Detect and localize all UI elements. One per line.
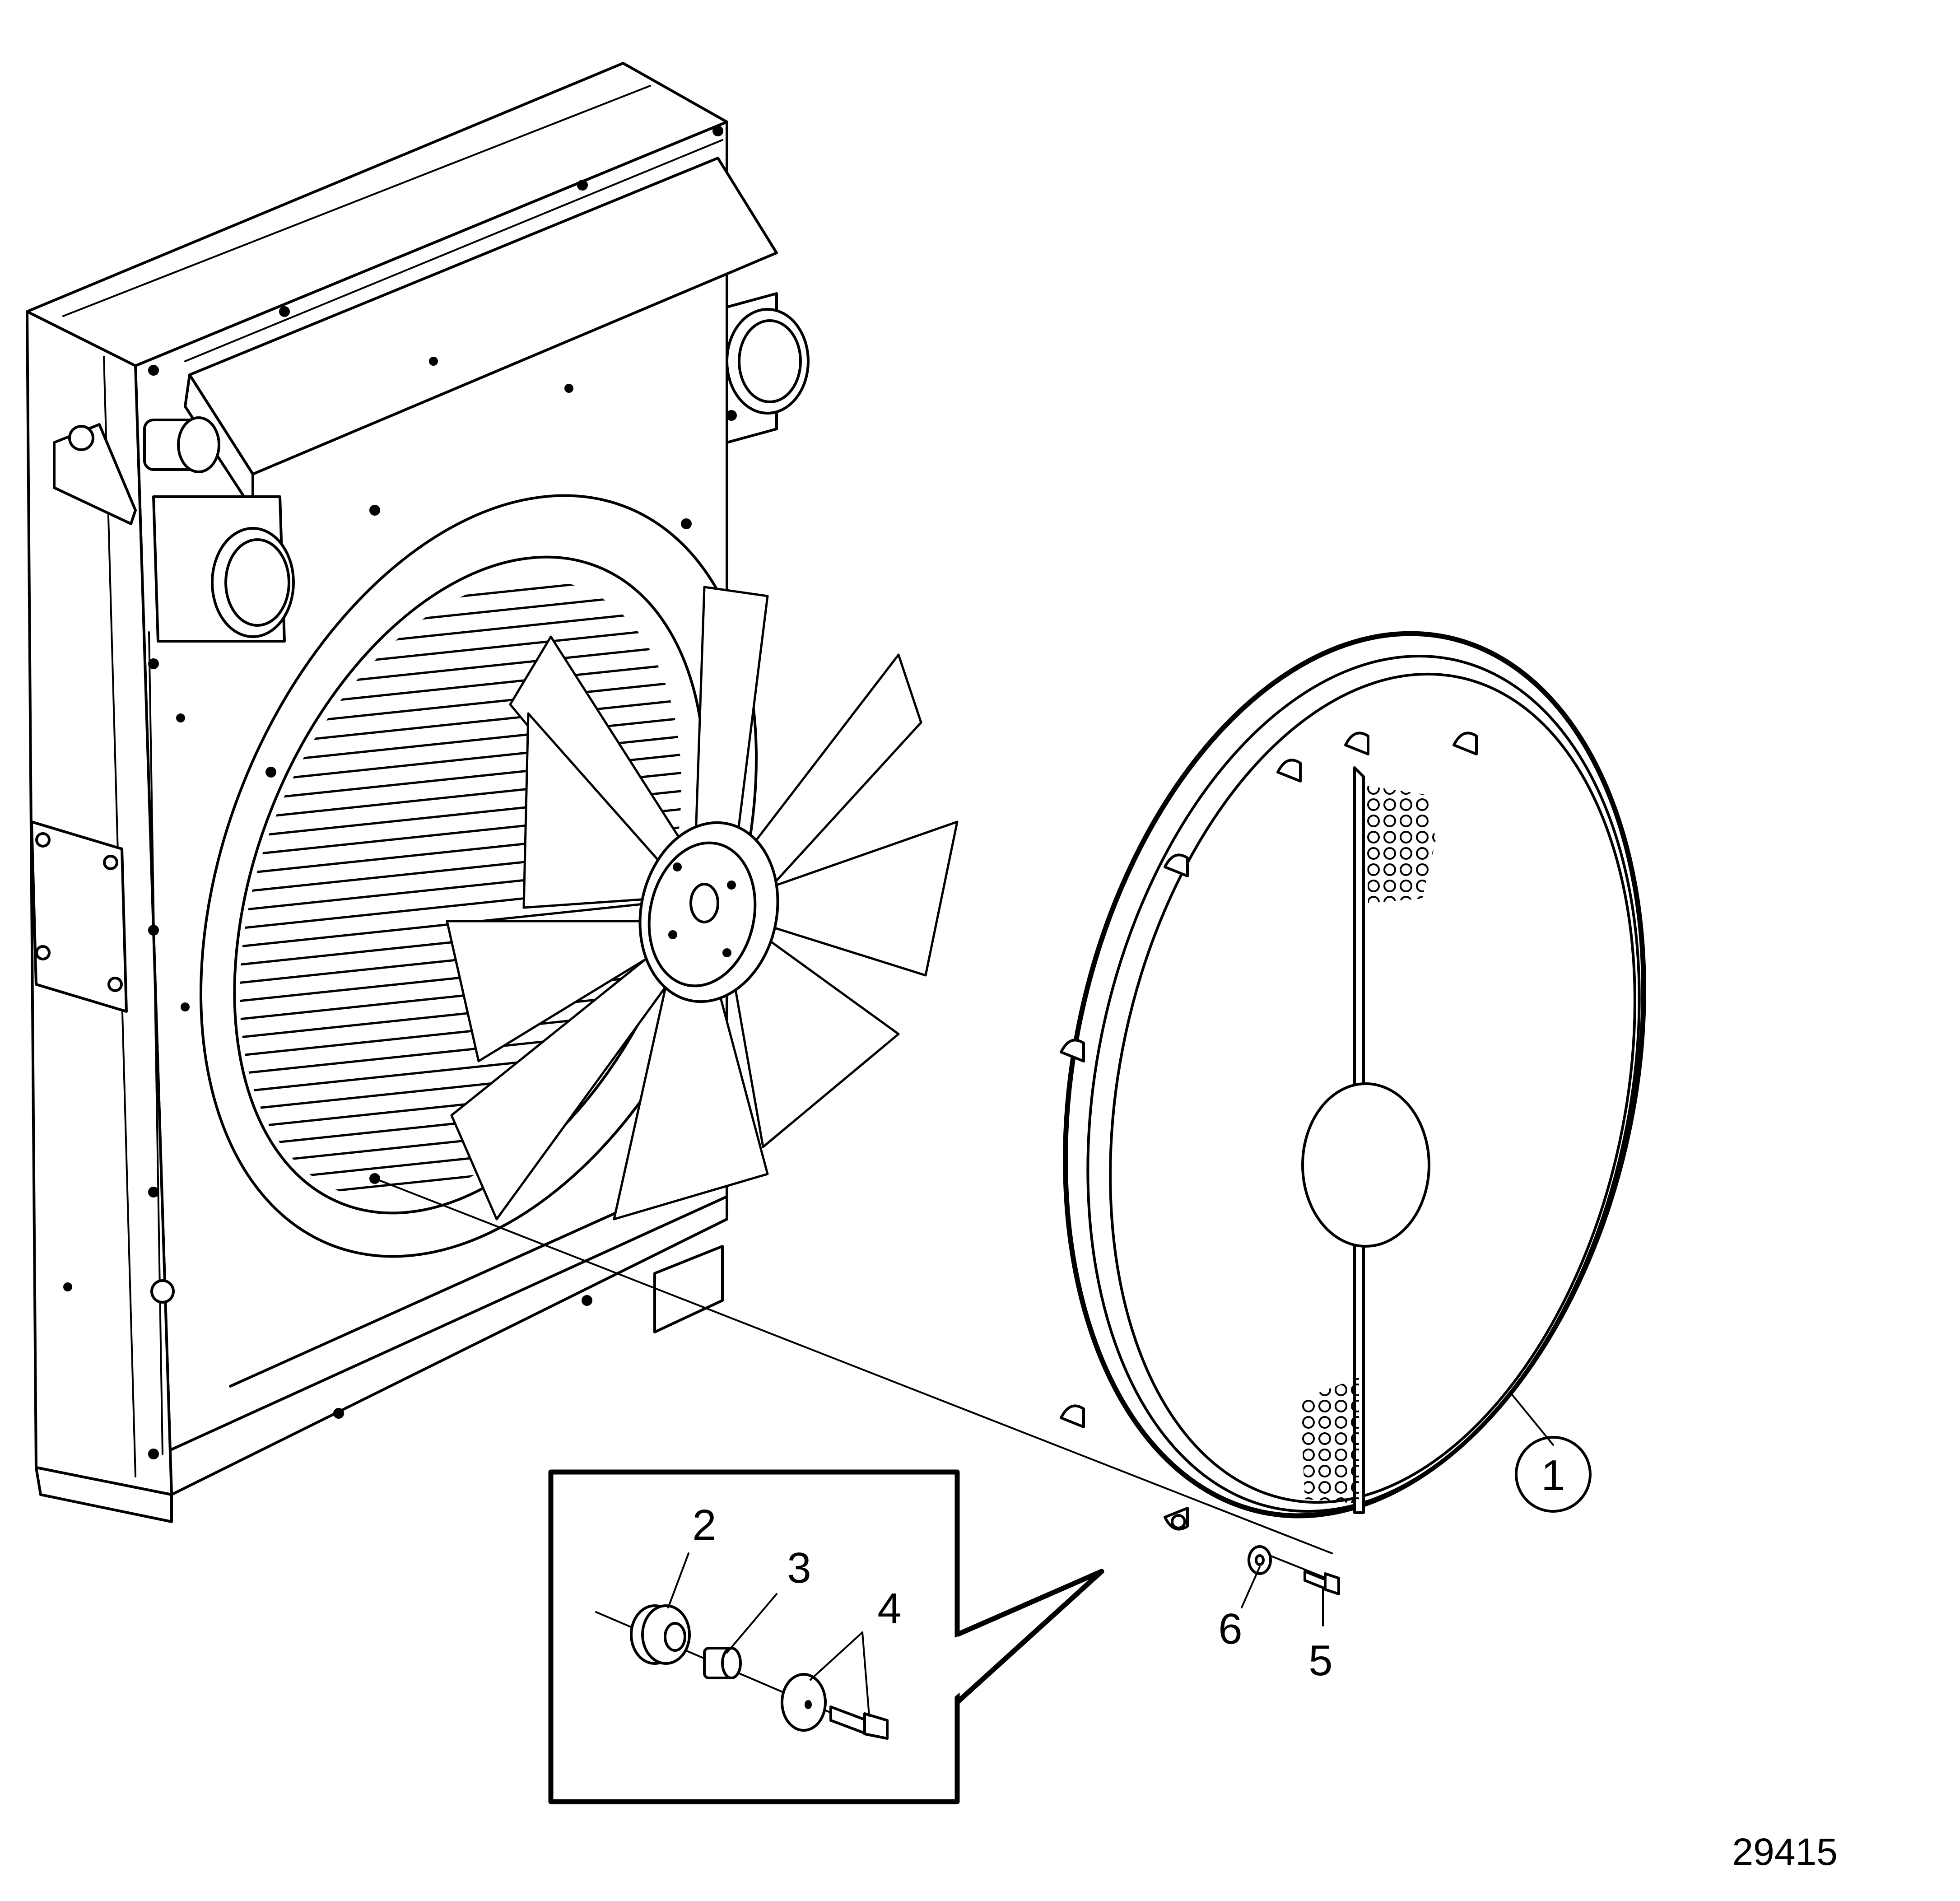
callout-1-label: 1 [1541,1451,1565,1500]
fan-guard-mesh [1366,786,1436,903]
lower-pipe-fitting [152,495,295,643]
washer-6 [1248,1545,1272,1575]
grommet-2 [630,1604,691,1665]
bottom-bracket [653,1245,724,1333]
callout-5-label: 5 [1308,1636,1332,1685]
upper-pipe-stub [143,416,220,473]
fan-hub-bore [689,883,719,923]
callout-2-label: 2 [692,1501,716,1549]
fan-guard [1060,631,1646,1531]
washer-4 [781,1673,827,1732]
callout-1-circle [1515,1436,1592,1513]
fan-blade [694,586,769,850]
fan-guard-center-hole [1301,1082,1430,1248]
bolt-4 [829,1705,889,1740]
spacer-3 [703,1647,742,1679]
bolt-5 [1304,1570,1340,1595]
callout-6-label: 6 [1218,1605,1242,1653]
fan [446,586,959,1221]
detail-inset [548,1469,1104,1804]
radiator-bolts [63,126,741,1459]
callout-1: 1 [1515,1436,1592,1513]
fan-guard-outer-rim [1063,631,1646,1519]
drain-fitting [150,1279,175,1304]
fan-guard-mounting-tabs [1060,732,1478,1531]
radiator [26,62,810,1523]
side-cover-plate [30,820,128,1013]
callout-3-label: 3 [787,1544,811,1592]
callout-4-label: 4 [877,1584,901,1633]
assembly-axis [374,1178,1333,1554]
document-number: 29415 [1732,1831,1838,1873]
detail-frame [548,1469,960,1804]
lifting-eye [53,423,137,525]
upper-right-outlet [726,292,810,444]
fan-guard-mesh [1300,1377,1359,1504]
radiator-foot [35,1466,173,1523]
